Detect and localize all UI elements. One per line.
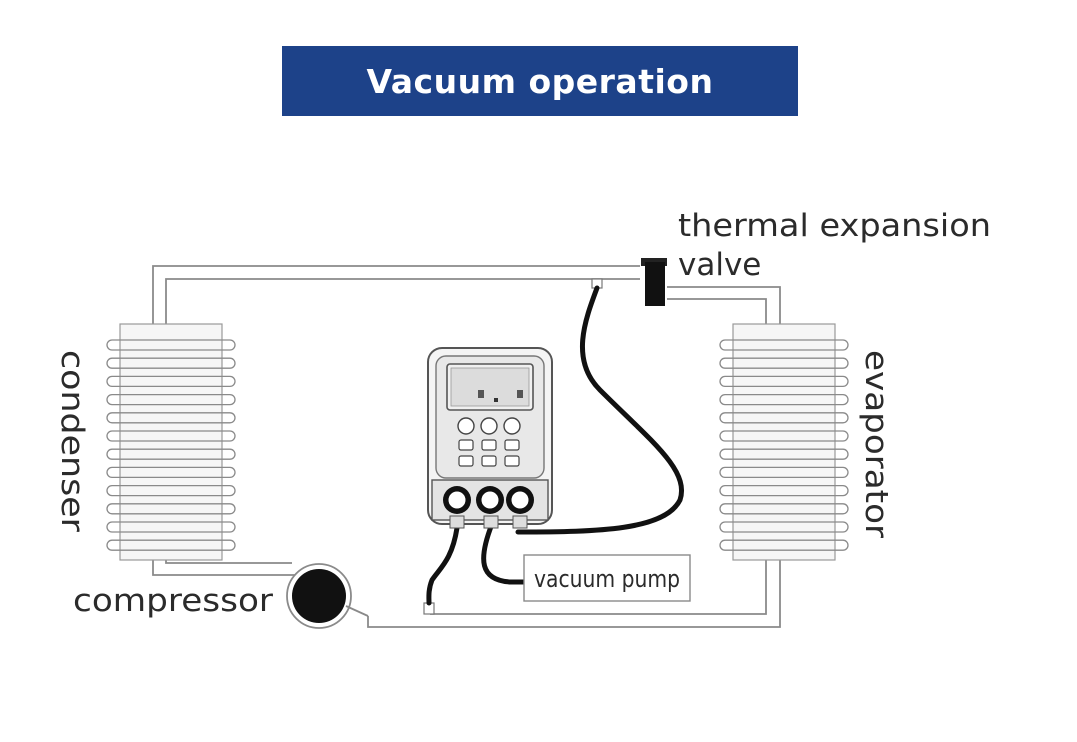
page-title: Vacuum operation — [366, 61, 714, 101]
coil-tube — [719, 357, 849, 369]
coil-tube — [106, 521, 236, 533]
title-banner: Vacuum operation — [282, 46, 798, 116]
coil-tube — [719, 521, 849, 533]
condenser-label: condenser — [54, 350, 90, 532]
coil-tube — [106, 393, 236, 406]
manifold-gauge — [427, 347, 553, 529]
coil-tube — [719, 375, 849, 388]
coil-tube — [106, 503, 236, 515]
coil-tube — [719, 339, 849, 351]
coil-tube — [719, 539, 849, 551]
coil-tube — [719, 430, 849, 442]
coil-tube — [719, 393, 849, 406]
coil-tube — [719, 503, 849, 515]
coil-tube — [719, 484, 849, 497]
evaporator-label: evaporator — [858, 350, 894, 538]
vacuum-pump: vacuum pump — [523, 554, 691, 602]
condenser-coil — [106, 323, 236, 561]
refrigerant-pipe — [152, 265, 781, 628]
compressor — [286, 563, 369, 629]
expansion-valve — [641, 258, 667, 306]
coil-tube — [106, 539, 236, 551]
compressor-label: compressor — [73, 583, 273, 619]
expansion-valve-label-line1: thermal expansion — [678, 208, 991, 244]
coil-tube — [106, 466, 236, 479]
vacuum-pump-label: vacuum pump — [534, 565, 680, 593]
coil-tube — [106, 412, 236, 424]
coil-tube — [106, 375, 236, 388]
coil-tube — [719, 448, 849, 460]
coil-tube — [106, 357, 236, 369]
coil-tube — [106, 339, 236, 351]
coil-tube — [106, 448, 236, 460]
coil-tube — [719, 412, 849, 424]
coil-tube — [106, 484, 236, 497]
coil-tube — [719, 466, 849, 479]
hose — [426, 285, 684, 606]
expansion-valve-label-line2: valve — [678, 247, 761, 283]
coil-tube — [106, 430, 236, 442]
evaporator-coil — [719, 323, 849, 561]
